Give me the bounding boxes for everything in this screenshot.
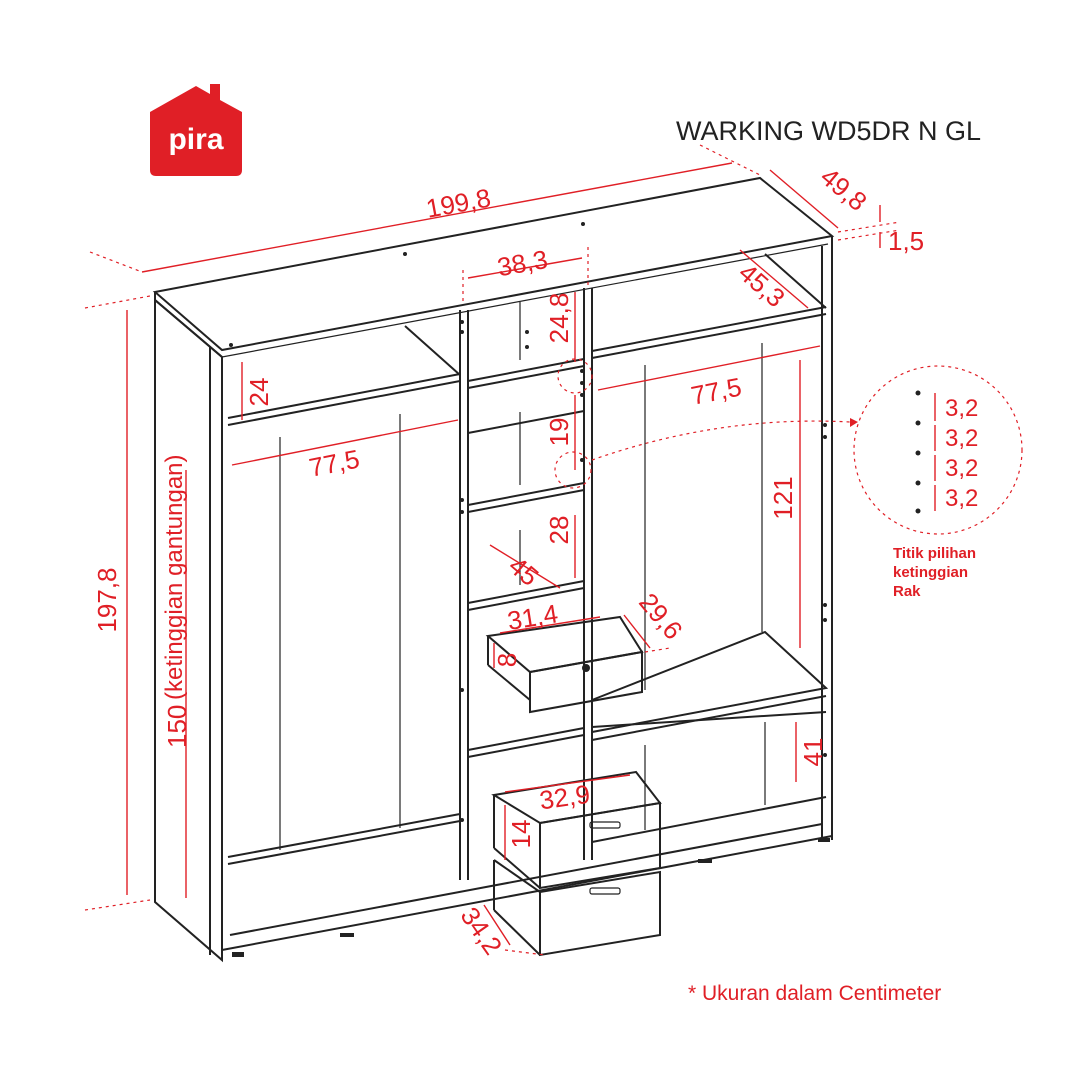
logo-text: pira [168, 123, 223, 156]
left-width-label: 77,5 [307, 444, 362, 483]
large-drawer-width-label: 32,9 [538, 779, 592, 816]
right-width-label: 77,5 [689, 372, 744, 411]
shelf-holes [229, 222, 827, 822]
shelf-hole-detail [915, 390, 936, 514]
shelf-options-line1: Titik pilihan [893, 545, 976, 562]
small-drawer-height-label: 8 [492, 653, 522, 667]
shelf-options-line2: ketinggian [893, 564, 968, 581]
total-depth-label: 49,8 [815, 161, 873, 217]
hanging-height-note: (ketinggian gantungan) [161, 454, 188, 700]
left-top-height-label: 24 [244, 378, 274, 407]
top-thickness-label: 1,5 [888, 226, 924, 256]
right-hang-height-label: 121 [768, 476, 798, 519]
large-drawer-depth-label: 34,2 [455, 902, 509, 961]
pira-logo: pira [150, 84, 242, 176]
center-width-label: 38,3 [495, 244, 550, 282]
hanging-height-label: 150 [162, 705, 192, 748]
large-drawer-height-label: 14 [506, 820, 536, 849]
center-lower-height-label: 28 [544, 516, 574, 545]
center-top-height-label: 24,8 [544, 293, 574, 344]
units-note: * Ukuran dalam Centimeter [688, 982, 941, 1005]
wardrobe-drawing [152, 176, 835, 963]
shelf-step-3: 3,2 [945, 455, 978, 482]
total-width-label: 199,8 [424, 182, 493, 223]
shelf-step-2: 3,2 [945, 425, 978, 452]
hanging-height-group: 150 (ketinggian gantungan) [161, 454, 192, 748]
dimension-lines [84, 144, 1023, 956]
total-height-label: 197,8 [92, 567, 122, 632]
small-drawer-width-label: 31,4 [505, 598, 560, 636]
product-title: WARKING WD5DR N GL [676, 116, 981, 146]
shelf-options-line3: Rak [893, 583, 921, 600]
shelf-step-1: 3,2 [945, 395, 978, 422]
right-bottom-height-label: 41 [798, 738, 828, 767]
shelf-step-4: 3,2 [945, 485, 978, 512]
top-shelf-depth-label: 45,3 [733, 257, 791, 313]
center-shelf-gap-label: 19 [544, 418, 574, 447]
